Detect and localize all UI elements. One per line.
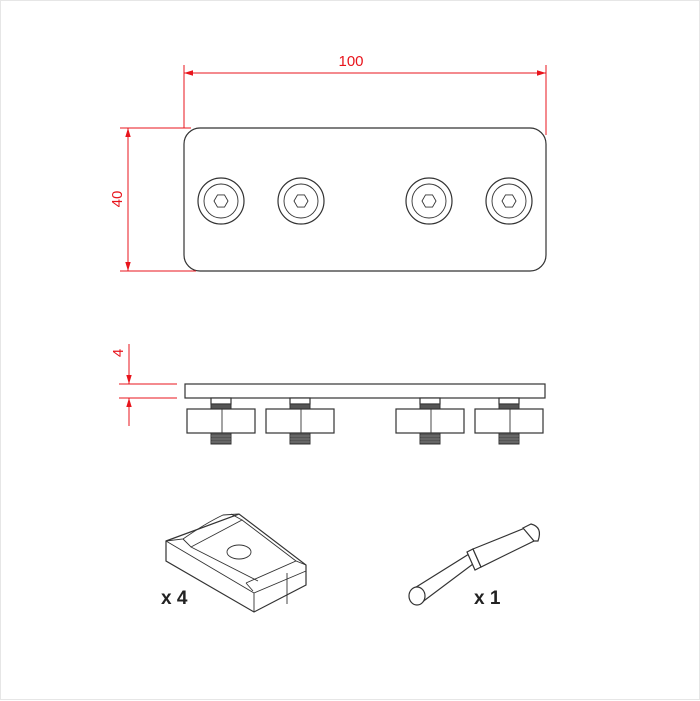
slot-nut-side: [395, 397, 465, 445]
hex-socket-icon: [213, 194, 229, 208]
thickness-label: 4: [110, 349, 127, 357]
plate-top: [183, 127, 547, 272]
socket-screw: [277, 177, 325, 225]
slot-nut-side: [186, 397, 256, 445]
slot-nut-illustration: x 4: [161, 513, 307, 613]
hex-socket-icon: [293, 194, 309, 208]
dimension-length: 100: [183, 53, 547, 135]
width-label: 40: [109, 191, 126, 208]
dimension-width: 40: [109, 127, 196, 272]
plate-side: [184, 383, 546, 399]
pin-quantity: x 1: [474, 588, 501, 609]
slot-nut-side: [474, 397, 544, 445]
pin-illustration: x 1: [408, 523, 541, 609]
hex-socket-icon: [501, 194, 517, 208]
slot-nut-side: [265, 397, 335, 445]
hex-socket-icon: [421, 194, 437, 208]
socket-screw: [485, 177, 533, 225]
side-view: [184, 383, 546, 445]
length-label: 100: [338, 53, 363, 70]
socket-screw: [197, 177, 245, 225]
dimension-thickness: 4: [110, 344, 177, 426]
top-view: [183, 127, 547, 272]
slot-nut-quantity: x 4: [161, 588, 188, 609]
socket-screw: [405, 177, 453, 225]
